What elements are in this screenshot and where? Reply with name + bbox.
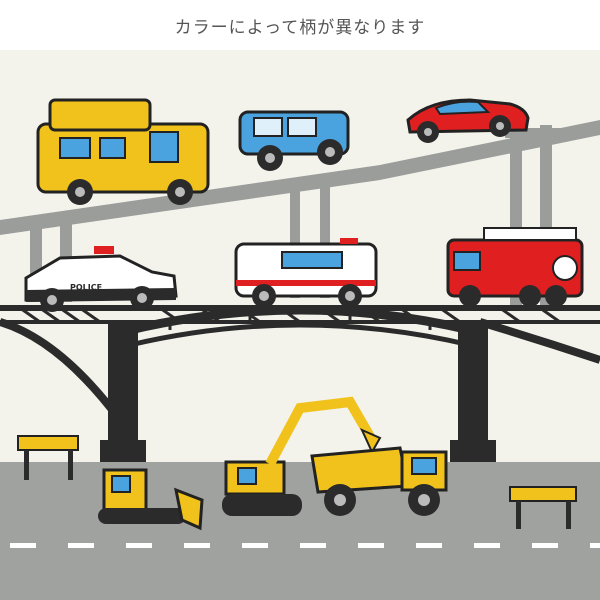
police-label: POLICE [70,283,102,292]
excavator [222,396,382,516]
blue-jeep [238,110,350,171]
ambulance [234,238,378,308]
bridge-piers [100,320,496,462]
truss-bridge [0,305,600,423]
dump-truck [310,446,448,516]
barrier-left [17,435,79,480]
caption-text: カラーによって柄が異なります [174,17,426,38]
caption-bar: カラーによって柄が異なります [0,0,600,50]
red-sports-car [406,98,530,143]
barrier-right [509,486,577,529]
camper-van [36,98,210,205]
road [0,462,600,600]
vehicle-print-illustration: POLICE [0,50,600,600]
police-car: POLICE [24,246,178,312]
bulldozer [98,468,204,531]
fire-truck [446,227,584,307]
